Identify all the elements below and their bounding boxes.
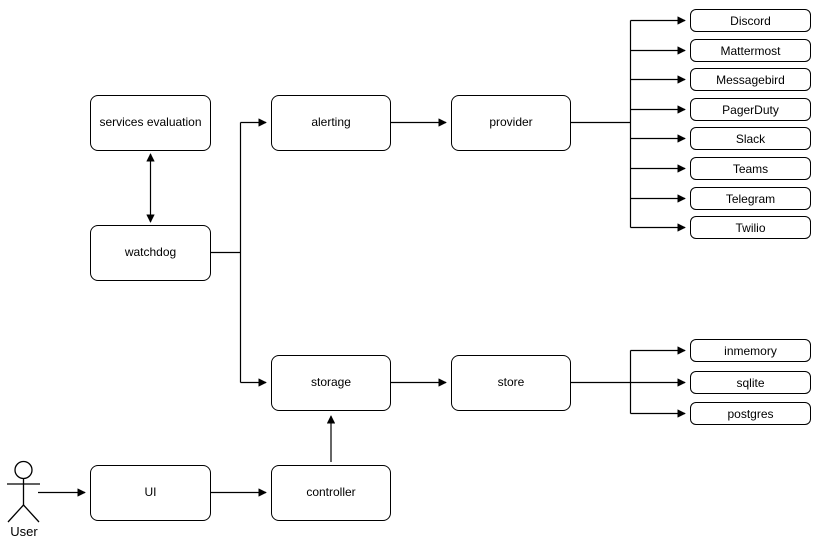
node-postgres-label: postgres [727, 406, 774, 421]
actor-left-leg [7, 504, 24, 523]
node-alerting[interactable]: alerting [271, 95, 391, 151]
node-storage[interactable]: storage [271, 355, 391, 411]
node-discord[interactable]: Discord [690, 9, 811, 32]
node-ui-label: UI [144, 485, 157, 500]
node-teams[interactable]: Teams [690, 157, 811, 180]
node-services-evaluation[interactable]: services evaluation [90, 95, 211, 151]
node-inmemory[interactable]: inmemory [690, 339, 811, 362]
node-provider-label: provider [489, 115, 533, 130]
node-storage-label: storage [310, 375, 352, 390]
actor-head-icon [14, 460, 33, 480]
node-watchdog-label: watchdog [124, 245, 177, 260]
node-sqlite[interactable]: sqlite [690, 371, 811, 394]
node-mattermost[interactable]: Mattermost [690, 39, 811, 62]
user-actor-label: User [10, 524, 38, 539]
node-controller-label: controller [306, 485, 356, 500]
node-sqlite-label: sqlite [736, 375, 765, 390]
node-teams-label: Teams [732, 161, 769, 176]
user-actor-figure [7, 460, 40, 523]
node-pagerduty[interactable]: PagerDuty [690, 98, 811, 121]
node-postgres[interactable]: postgres [690, 402, 811, 425]
node-watchdog[interactable]: watchdog [90, 225, 211, 281]
node-twilio[interactable]: Twilio [690, 216, 811, 239]
node-provider[interactable]: provider [451, 95, 571, 151]
node-slack[interactable]: Slack [690, 127, 811, 150]
node-mattermost-label: Mattermost [720, 43, 781, 58]
node-services-evaluation-label: services evaluation [99, 115, 202, 130]
node-discord-label: Discord [730, 13, 771, 28]
node-telegram[interactable]: Telegram [690, 187, 811, 210]
actor-right-leg [23, 504, 40, 523]
node-telegram-label: Telegram [725, 191, 776, 206]
node-inmemory-label: inmemory [724, 343, 777, 358]
node-messagebird[interactable]: Messagebird [690, 68, 811, 91]
node-ui[interactable]: UI [90, 465, 211, 521]
node-slack-label: Slack [735, 131, 766, 146]
node-store[interactable]: store [451, 355, 571, 411]
node-controller[interactable]: controller [271, 465, 391, 521]
node-alerting-label: alerting [311, 115, 351, 130]
node-pagerduty-label: PagerDuty [722, 102, 779, 117]
node-store-label: store [497, 375, 525, 390]
node-twilio-label: Twilio [735, 220, 766, 235]
node-messagebird-label: Messagebird [716, 72, 785, 87]
